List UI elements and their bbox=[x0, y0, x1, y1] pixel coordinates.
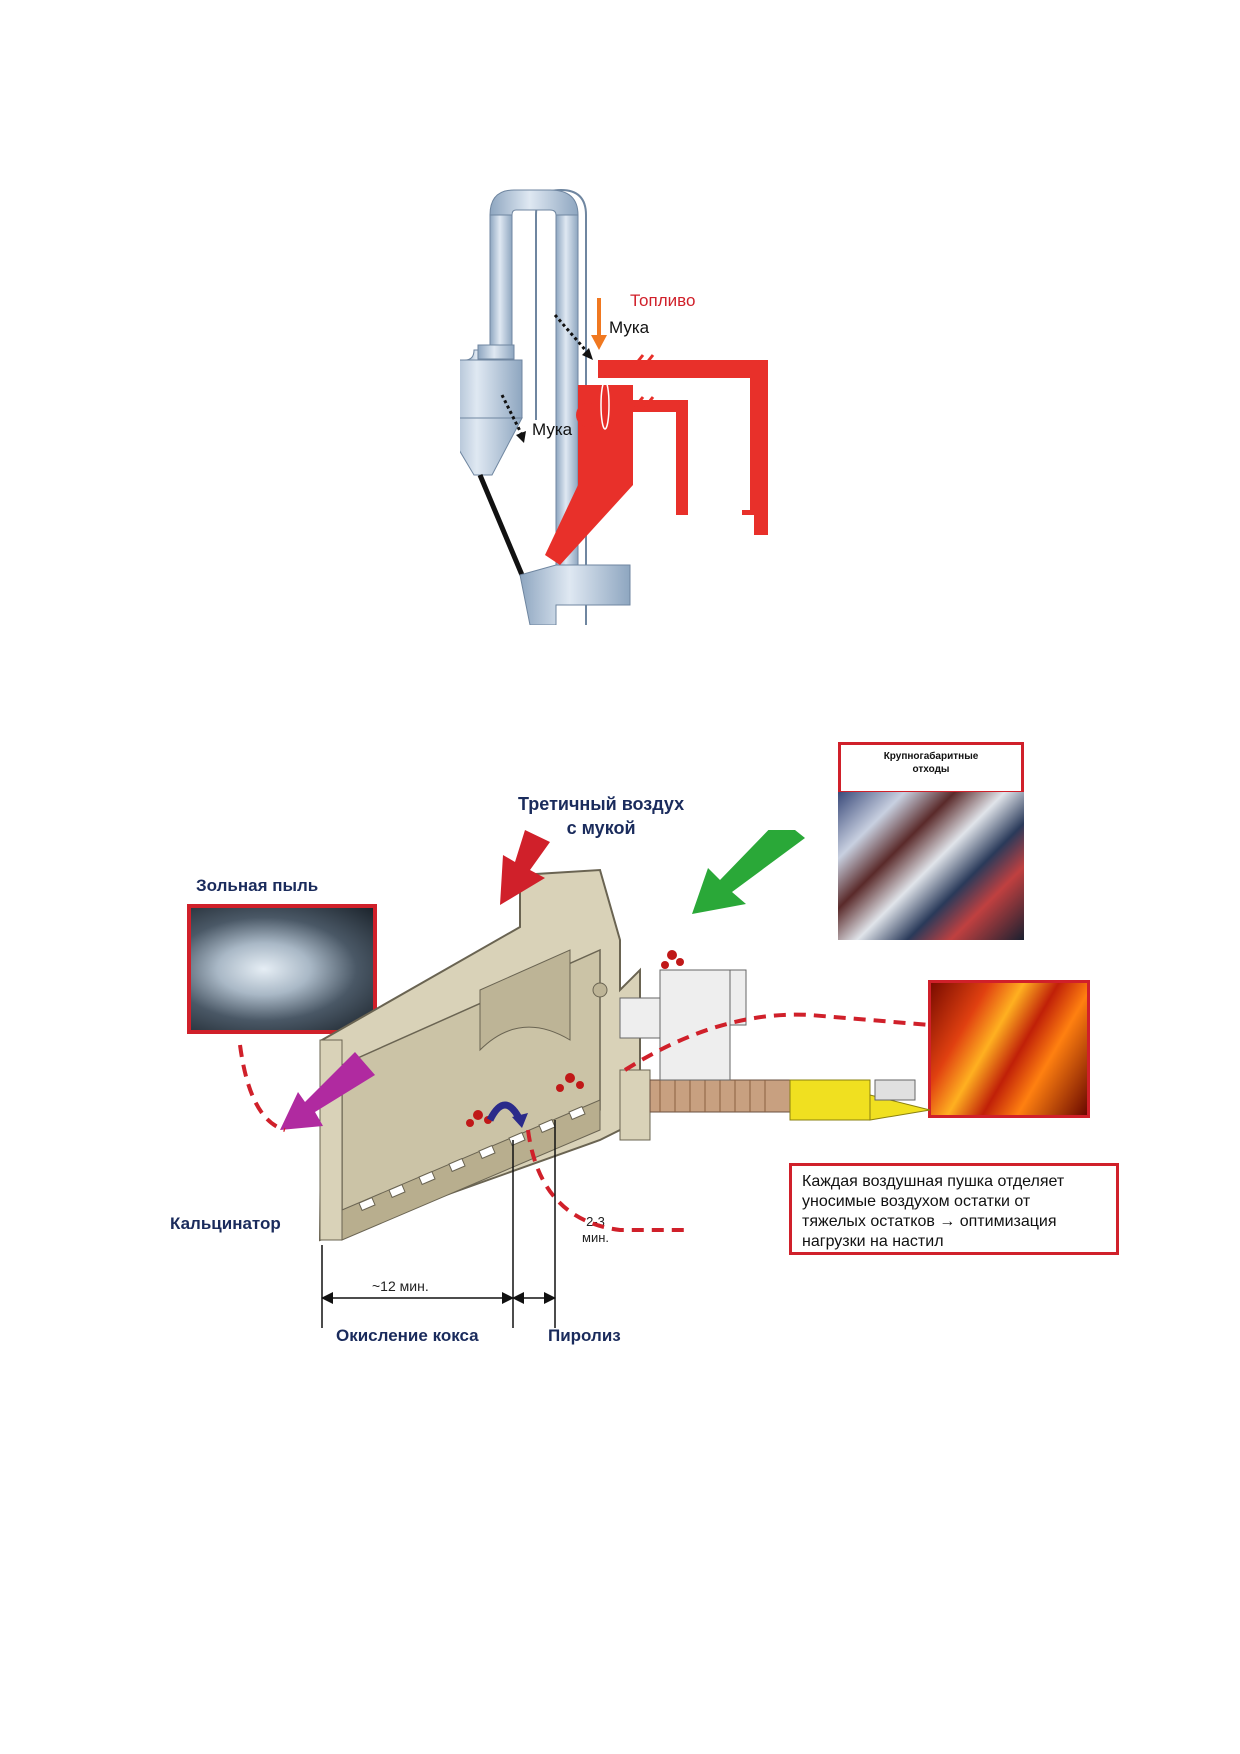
air-gun-note: Каждая воздушная пушка отделяет уносимые… bbox=[789, 1163, 1119, 1255]
flour-label-1: Мука bbox=[609, 318, 650, 337]
rotation-arrow bbox=[486, 1101, 524, 1122]
cyclone bbox=[460, 344, 523, 476]
flame-photo bbox=[928, 980, 1090, 1118]
calciner-label: Кальцинатор bbox=[170, 1214, 281, 1233]
bulky-waste-caption: Крупногабаритные отходы bbox=[838, 742, 1024, 794]
dashed-note bbox=[526, 1129, 690, 1232]
calciner-arrow bbox=[280, 1052, 375, 1130]
dashed-flame bbox=[623, 1012, 931, 1072]
screw-feeder bbox=[619, 969, 931, 1121]
riser-left bbox=[489, 214, 513, 356]
fuel-particles bbox=[466, 950, 684, 1127]
dashed-ash bbox=[238, 1044, 286, 1132]
bulky-waste-photo bbox=[838, 792, 1024, 940]
dimension-lines bbox=[321, 1120, 556, 1328]
pyrolysis-label: Пиролиз bbox=[548, 1326, 621, 1345]
tertiary-air-label: Третичный воздух с мукой bbox=[518, 794, 685, 838]
tertiary-air-arrow bbox=[500, 830, 550, 905]
ash-dust-photo bbox=[187, 904, 377, 1034]
flour-label-2: Мука bbox=[532, 420, 573, 439]
feeder-wedge bbox=[789, 1079, 931, 1121]
bottom-duct bbox=[519, 564, 631, 625]
hotdisc-diagram bbox=[238, 830, 931, 1328]
downcomer bbox=[477, 474, 525, 576]
coke-oxidation-label: Окисление кокса bbox=[336, 1326, 479, 1345]
flour-arrow-2 bbox=[500, 394, 524, 436]
ash-dust-label: Зольная пыль bbox=[196, 876, 319, 895]
waste-feed-arrow bbox=[692, 830, 805, 914]
time-main-label: ~12 мин. bbox=[372, 1278, 429, 1294]
fuel-label: Топливо bbox=[630, 291, 696, 310]
chamber bbox=[318, 868, 651, 1242]
calciner-schematic bbox=[460, 188, 768, 625]
reactor bbox=[545, 354, 768, 565]
